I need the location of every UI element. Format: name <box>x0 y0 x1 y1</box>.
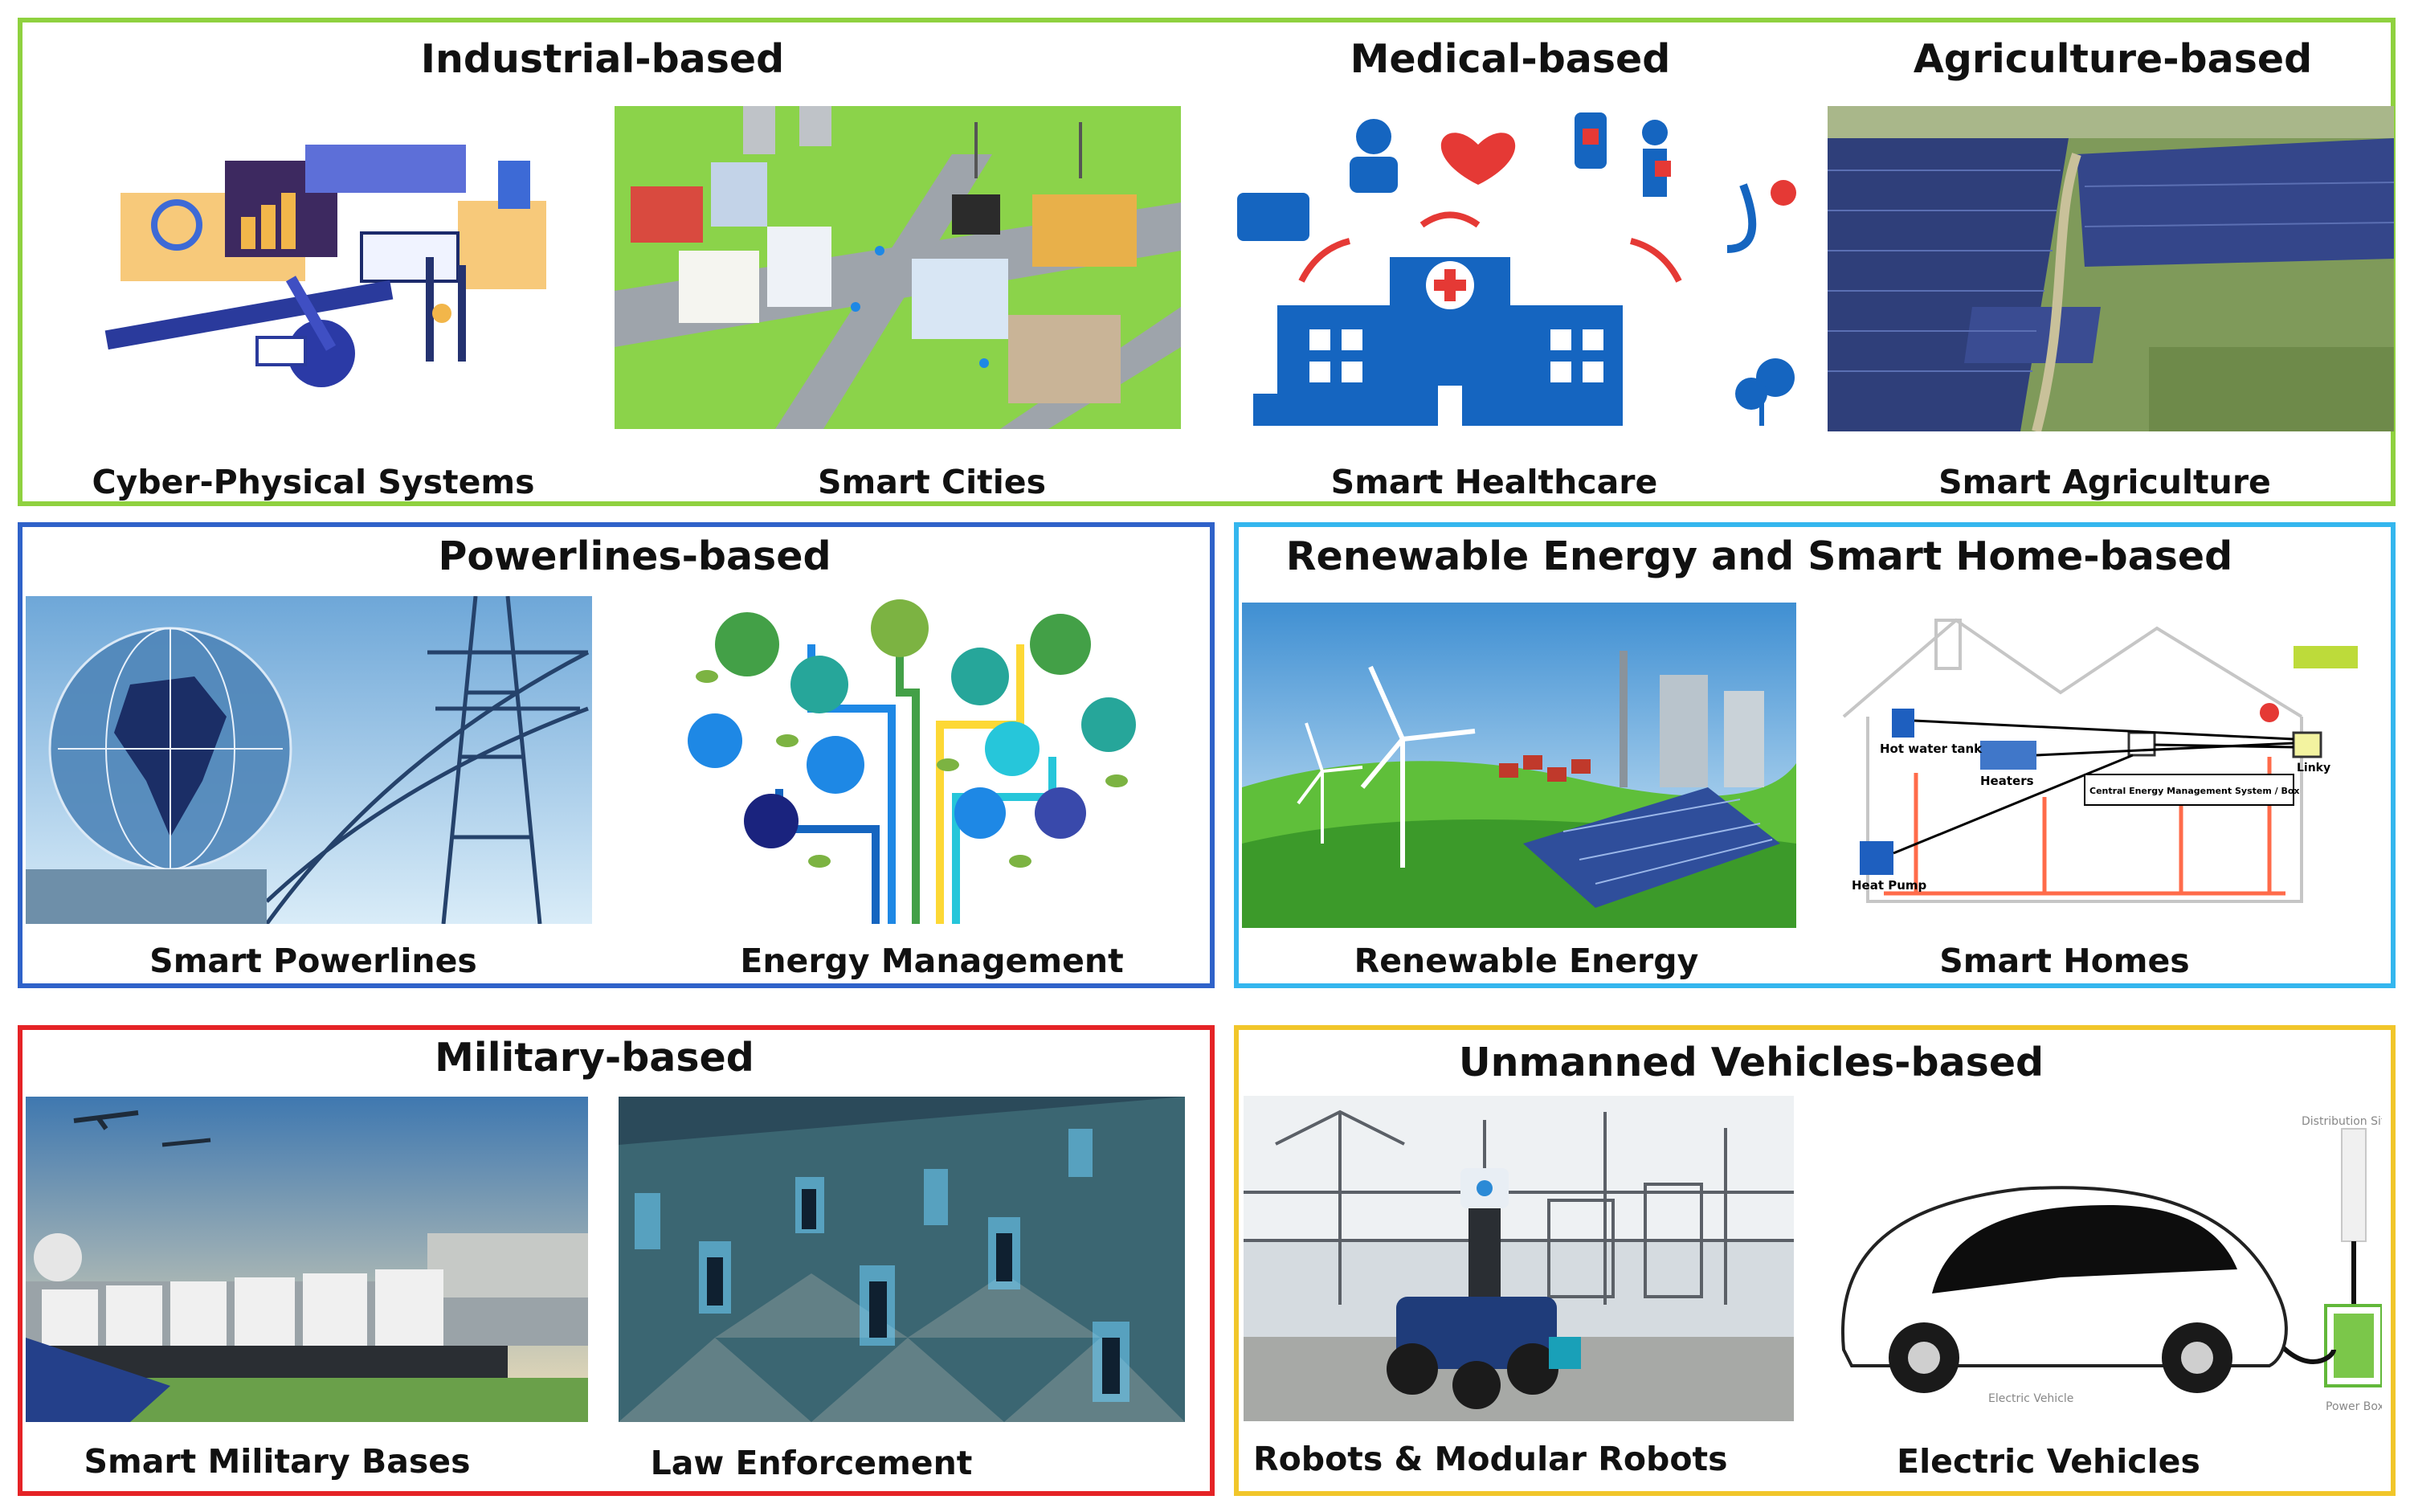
robots-modular-robots-photo <box>1244 1096 1794 1421</box>
law-enforcement-photo <box>619 1097 1185 1422</box>
electric-vehicles-illustration: Distribution Site Electric Vehicle Power… <box>1820 1093 2382 1422</box>
smart-military-bases-photo <box>26 1097 588 1422</box>
medical-heading: Medical-based <box>1350 36 1671 82</box>
caption-smart-cities: Smart Cities <box>817 463 1047 501</box>
ev-label-power-box: Power Box <box>2326 1400 2382 1413</box>
smart-agriculture-photo <box>1828 106 2394 431</box>
caption-law-enforcement: Law Enforcement <box>650 1444 973 1482</box>
powerlines-heading: Powerlines-based <box>438 533 831 579</box>
caption-renewable-energy: Renewable Energy <box>1354 942 1699 980</box>
smart-home-label-heat-pump: Heat Pump <box>1852 878 1927 893</box>
ev-label-electric-vehicle: Electric Vehicle <box>1988 1392 2073 1405</box>
renewable-energy-illustration <box>1242 603 1796 928</box>
smart-cities-illustration <box>615 106 1181 429</box>
renewable-heading: Renewable Energy and Smart Home-based <box>1285 533 2233 579</box>
smart-healthcare-illustration <box>1229 96 1816 434</box>
smart-home-label-hot-water-tank: Hot water tank <box>1880 742 1983 756</box>
caption-cyber-physical-systems: Cyber-Physical Systems <box>92 463 535 501</box>
energy-management-illustration <box>683 596 1149 924</box>
caption-smart-military-bases: Smart Military Bases <box>84 1442 471 1481</box>
caption-energy-management: Energy Management <box>740 942 1124 980</box>
unmanned-heading: Unmanned Vehicles-based <box>1458 1040 2044 1085</box>
caption-electric-vehicles: Electric Vehicles <box>1897 1442 2200 1481</box>
ev-label-distribution-site: Distribution Site <box>2302 1115 2382 1128</box>
agriculture-heading: Agriculture-based <box>1913 36 2313 82</box>
military-heading: Military-based <box>435 1035 754 1081</box>
smart-home-label-heaters: Heaters <box>1980 774 2034 788</box>
smart-homes-diagram: Hot water tank Heaters Central Energy Ma… <box>1820 596 2374 926</box>
smart-home-label-linky: Linky <box>2297 762 2330 774</box>
caption-smart-healthcare: Smart Healthcare <box>1330 463 1658 501</box>
smart-home-label-central-box: Central Energy Management System / Box <box>2089 786 2300 796</box>
caption-smart-powerlines: Smart Powerlines <box>149 942 477 980</box>
cyber-physical-systems-illustration <box>104 129 554 410</box>
caption-robots-modular-robots: Robots & Modular Robots <box>1253 1440 1728 1478</box>
caption-smart-homes: Smart Homes <box>1939 942 2190 980</box>
smart-powerlines-photo <box>26 596 592 924</box>
industrial-heading: Industrial-based <box>420 36 785 82</box>
caption-smart-agriculture: Smart Agriculture <box>1938 463 2271 501</box>
